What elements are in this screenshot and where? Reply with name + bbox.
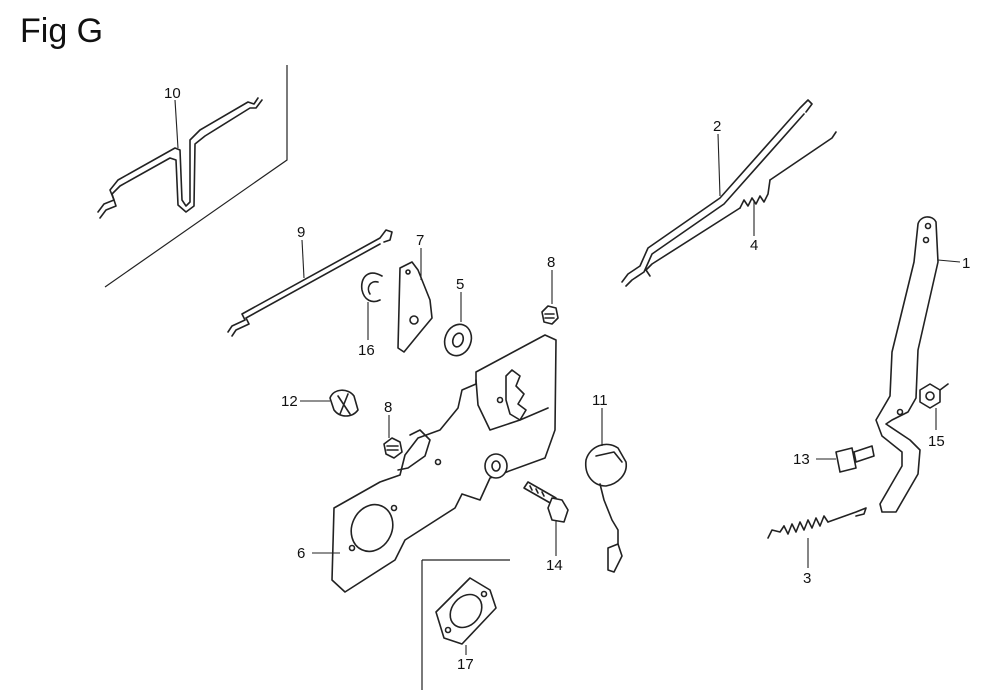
callout-3: 3: [803, 570, 811, 587]
callout-9: 9: [297, 224, 305, 241]
part-3-spring: [767, 507, 867, 568]
callout-14: 14: [546, 557, 563, 574]
part-1-control-lever: [875, 216, 961, 513]
callout-4: 4: [750, 237, 758, 254]
divider-lines: [104, 65, 510, 690]
part-4-spring-rod: [645, 131, 837, 277]
part-10-rod: [97, 97, 263, 219]
callout-5: 5: [456, 276, 464, 293]
callout-2: 2: [713, 118, 721, 135]
part-17-gasket: [435, 577, 497, 655]
part-12-cable-clamp: [300, 389, 359, 417]
callout-10: 10: [164, 85, 181, 102]
callout-6: 6: [297, 545, 305, 562]
callout-12: 12: [281, 393, 298, 410]
part-8-lower-nut: [383, 415, 403, 459]
callout-11: 11: [592, 392, 608, 409]
callout-labels: 1 2 3 4 5 6 7 8 8 9 10 11 12 13 14 15 16…: [164, 85, 970, 673]
part-2-rod: [621, 99, 813, 287]
callout-16: 16: [358, 342, 375, 359]
part-7-plate: [397, 248, 433, 353]
part-5-washer: [443, 292, 473, 357]
part-6-base-plate: [312, 334, 557, 593]
figure-title: Fig G: [20, 12, 104, 50]
callout-17: 17: [457, 656, 474, 673]
part-15-nut: [919, 383, 949, 430]
callout-7: 7: [416, 232, 424, 249]
part-16-clip: [360, 272, 383, 340]
part-8-upper-nut: [541, 270, 559, 325]
callout-8-upper: 8: [547, 254, 555, 271]
part-13-bolt: [816, 445, 875, 473]
part-11-stop-switch: [584, 408, 628, 573]
callout-1: 1: [962, 255, 970, 272]
callout-13: 13: [793, 451, 810, 468]
part-9-rod: [227, 229, 393, 337]
callout-15: 15: [928, 433, 945, 450]
callout-8-lower: 8: [384, 399, 392, 416]
part-14-bolt: [484, 453, 569, 556]
